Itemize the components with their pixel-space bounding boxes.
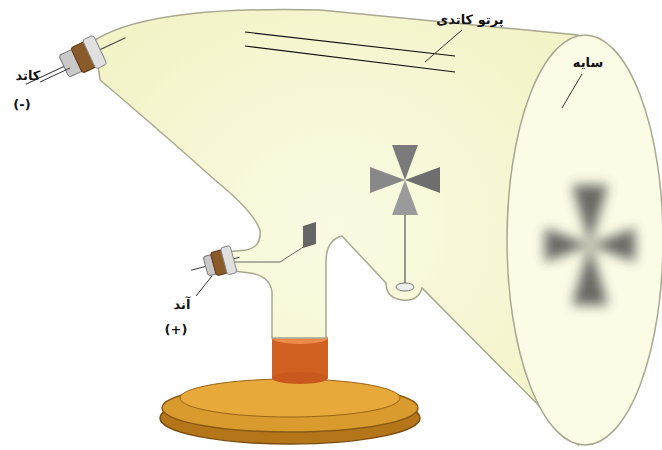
anode-plate [232, 222, 316, 262]
glass-tube [95, 10, 662, 445]
maltese-cross [370, 145, 440, 291]
part-label: آند [174, 297, 191, 313]
anode-electrode [187, 244, 243, 284]
cathode-rays [245, 32, 455, 72]
part-label: (+) [165, 322, 188, 338]
leader-lines [40, 30, 582, 296]
stand-base [160, 332, 420, 444]
part-label: (-) [13, 97, 30, 113]
cross-shadow [545, 185, 635, 305]
part-label: کاتد [16, 68, 41, 84]
part-label: سایه [573, 55, 603, 71]
cathode-electrode [19, 23, 132, 98]
part-label: پرتو کاتدی [436, 12, 503, 28]
